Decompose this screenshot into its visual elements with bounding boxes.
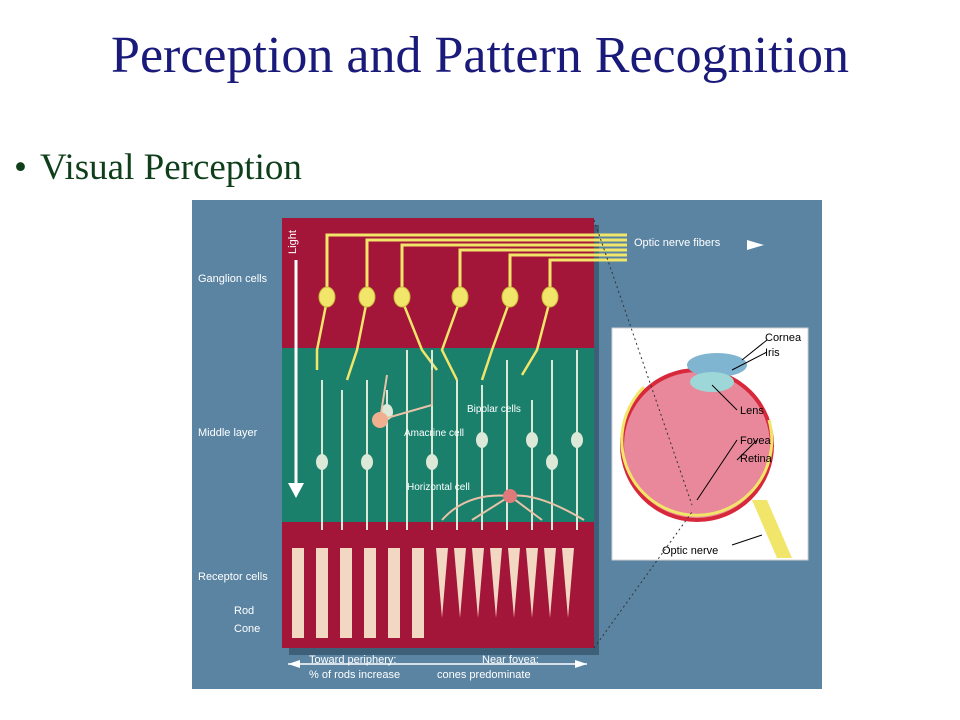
ganglion-cell	[358, 286, 376, 308]
cone-cell	[508, 548, 520, 618]
periphery-label-line2: % of rods increase	[309, 669, 400, 681]
optic-fiber-lines	[325, 233, 627, 295]
rod-cell	[364, 548, 376, 638]
light-arrow-head	[288, 483, 304, 498]
horizontal-cell-body	[503, 489, 517, 503]
receptor-cells-label: Receptor cells	[198, 571, 268, 583]
lens-shape	[690, 372, 734, 392]
receptor-cells	[292, 548, 574, 638]
ganglion-cell	[451, 286, 469, 308]
bipolar-cell	[571, 432, 583, 448]
light-label: Light	[287, 230, 299, 254]
fovea-label-line2: cones predominate	[437, 669, 531, 681]
cone-cell	[562, 548, 574, 618]
rod-cell	[292, 548, 304, 638]
rod-cell	[316, 548, 328, 638]
eye-label-optic-nerve: Optic nerve	[662, 545, 718, 557]
ganglion-cell-bodies	[318, 286, 559, 308]
middle-layer	[282, 348, 594, 522]
horizontal-cell-label: Horizontal cell	[407, 482, 470, 493]
ganglion-cells-label: Ganglion cells	[198, 273, 268, 285]
bipolar-cell	[316, 454, 328, 470]
bipolar-cells-label: Bipolar cells	[467, 404, 521, 415]
bipolar-cell	[546, 454, 558, 470]
ganglion-cell	[393, 286, 411, 308]
bottom-right-arrowhead	[575, 660, 587, 668]
middle-layer-label: Middle layer	[198, 427, 258, 439]
cone-cell	[436, 548, 448, 618]
eye-leader-lines	[696, 339, 768, 546]
rod-cell	[388, 548, 400, 638]
bipolar-cell-bodies	[316, 404, 583, 470]
eye-label-lens: Lens	[740, 405, 764, 417]
amacrine-cell-body	[372, 412, 388, 428]
bullet-marker: •	[14, 147, 27, 188]
ganglion-layer	[282, 218, 594, 348]
cone-cell	[472, 548, 484, 618]
bullet-item: • Visual Perception	[14, 146, 302, 189]
rod-cell	[340, 548, 352, 638]
eye-label-cornea: Cornea	[765, 332, 802, 344]
cone-cell	[490, 548, 502, 618]
optic-nerve-fibers-label: Optic nerve fibers	[634, 237, 721, 249]
eye-label-iris: Iris	[765, 347, 780, 359]
bipolar-cell	[361, 454, 373, 470]
periphery-label-line1: Toward periphery:	[309, 654, 396, 666]
cone-cell	[454, 548, 466, 618]
bipolar-cell	[476, 432, 488, 448]
retina-diagram: Light Optic nerve fibers Ganglion cells	[192, 200, 822, 689]
eye-label-retina: Retina	[740, 453, 773, 465]
bipolar-cell	[426, 454, 438, 470]
fovea-label-line1: Near fovea:	[482, 654, 539, 666]
ganglion-cell	[318, 286, 336, 308]
zoom-line-top	[593, 219, 693, 506]
bullet-text: Visual Perception	[40, 147, 302, 188]
bipolar-cell	[526, 432, 538, 448]
amacrine-cell-label: Amacrine cell	[404, 428, 464, 439]
optic-fibers-arrow	[747, 240, 764, 250]
optic-nerve-shape	[752, 500, 792, 558]
bottom-left-arrowhead	[288, 660, 300, 668]
cone-label: Cone	[234, 623, 260, 635]
cornea-shape	[687, 353, 747, 377]
retina-layer	[620, 385, 774, 517]
receptor-layer	[282, 522, 594, 648]
ganglion-cell	[501, 286, 519, 308]
slide-title: Perception and Pattern Recognition	[111, 27, 849, 84]
cone-cell	[544, 548, 556, 618]
eye-label-fovea: Fovea	[740, 435, 771, 447]
ganglion-cell	[541, 286, 559, 308]
ganglion-axons	[315, 299, 552, 381]
rod-label: Rod	[234, 605, 254, 617]
cone-cell	[526, 548, 538, 618]
rod-cell	[412, 548, 424, 638]
